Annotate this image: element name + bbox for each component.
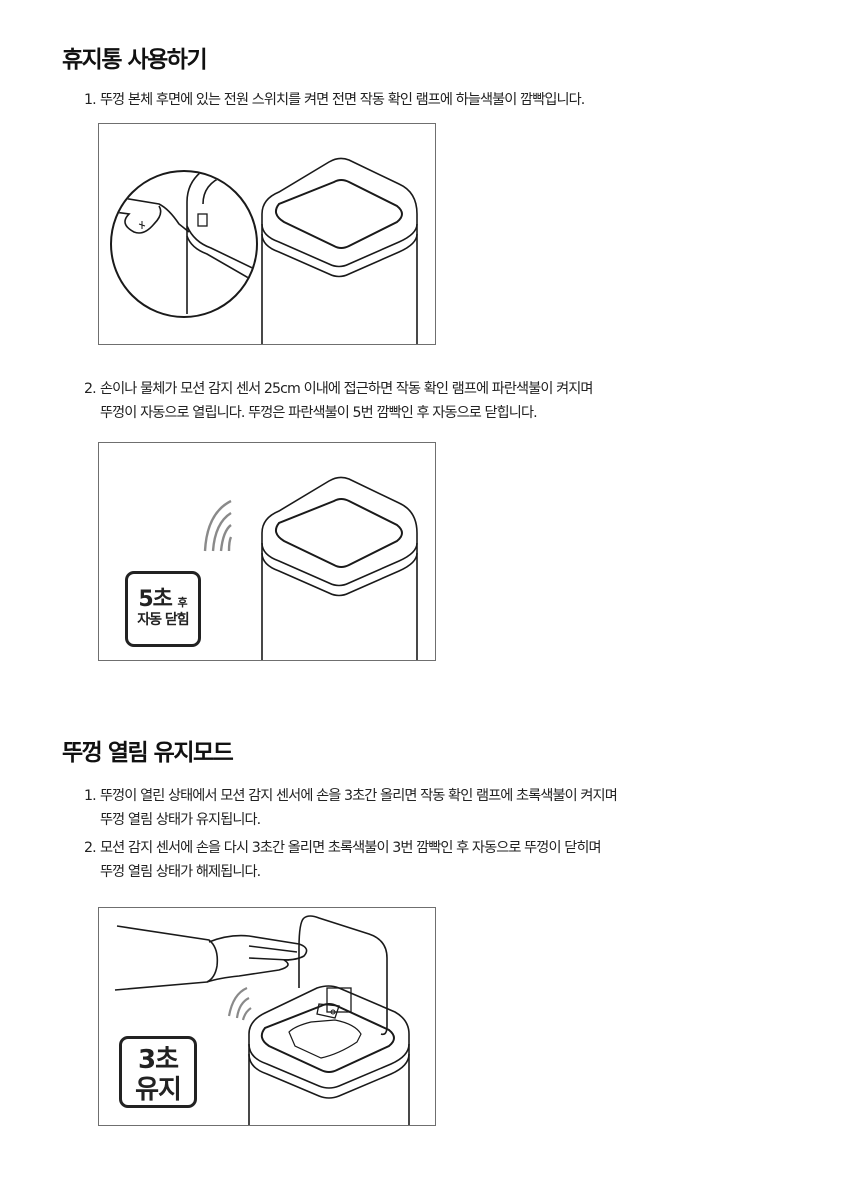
figure-auto-close: 5초 후 자동 닫힘 xyxy=(98,442,436,661)
step-text-continued: 뚜껑이 자동으로 열립니다. 뚜껑은 파란색불이 5번 깜빡인 후 자동으로 닫… xyxy=(100,405,538,421)
usage-step-1: 1.뚜껑 본체 후면에 있는 전원 스위치를 켜면 전면 작동 확인 램프에 하… xyxy=(84,88,585,112)
step-number: 2. xyxy=(84,840,97,856)
step-number: 1. xyxy=(84,92,97,108)
hold-step-1: 1.뚜껑이 열린 상태에서 모션 감지 센서에 손을 3초간 올리면 작동 확인… xyxy=(84,784,618,832)
power-switch-illustration xyxy=(110,157,418,344)
step-text-continued: 뚜껑 열림 상태가 유지됩니다. xyxy=(100,812,261,828)
step-text: 뚜껑 본체 후면에 있는 전원 스위치를 켜면 전면 작동 확인 램프에 하늘색… xyxy=(100,92,585,108)
sensor-wave-icon xyxy=(203,499,233,552)
badge-auto-close: 자동 닫힘 xyxy=(137,612,189,628)
usage-step-2: 2.손이나 물체가 모션 감지 센서 25cm 이내에 접근하면 작동 확인 램… xyxy=(84,377,593,425)
step-number: 1. xyxy=(84,788,97,804)
step-text: 손이나 물체가 모션 감지 센서 25cm 이내에 접근하면 작동 확인 램프에… xyxy=(100,381,593,397)
step-number: 2. xyxy=(84,381,97,397)
badge-after: 후 xyxy=(177,596,188,609)
step-text: 뚜껑이 열린 상태에서 모션 감지 센서에 손을 3초간 올리면 작동 확인 램… xyxy=(100,788,618,804)
auto-close-illustration xyxy=(203,476,418,660)
figure-power-switch xyxy=(98,123,436,345)
badge-seconds: 3초 xyxy=(137,1045,179,1075)
step-text-continued: 뚜껑 열림 상태가 해제됩니다. xyxy=(100,864,261,880)
sensor-wave-icon xyxy=(227,986,252,1021)
hold-open-illustration xyxy=(114,915,410,1125)
step-text: 모션 감지 센서에 손을 다시 3초간 올리면 초록색불이 3번 깜빡인 후 자… xyxy=(100,840,602,856)
badge-hold: 유지 xyxy=(135,1075,182,1105)
arm-icon xyxy=(114,925,219,991)
badge-seconds: 5초 xyxy=(138,587,173,612)
three-second-badge: 3초 유지 xyxy=(119,1036,197,1108)
five-second-badge: 5초 후 자동 닫힘 xyxy=(125,571,201,647)
section-title-hold-open: 뚜껑 열림 유지모드 xyxy=(62,740,234,766)
section-title-usage: 휴지통 사용하기 xyxy=(62,47,208,73)
figure-hold-open: 3초 유지 xyxy=(98,907,436,1126)
hold-step-2: 2.모션 감지 센서에 손을 다시 3초간 올리면 초록색불이 3번 깜빡인 후… xyxy=(84,836,602,884)
